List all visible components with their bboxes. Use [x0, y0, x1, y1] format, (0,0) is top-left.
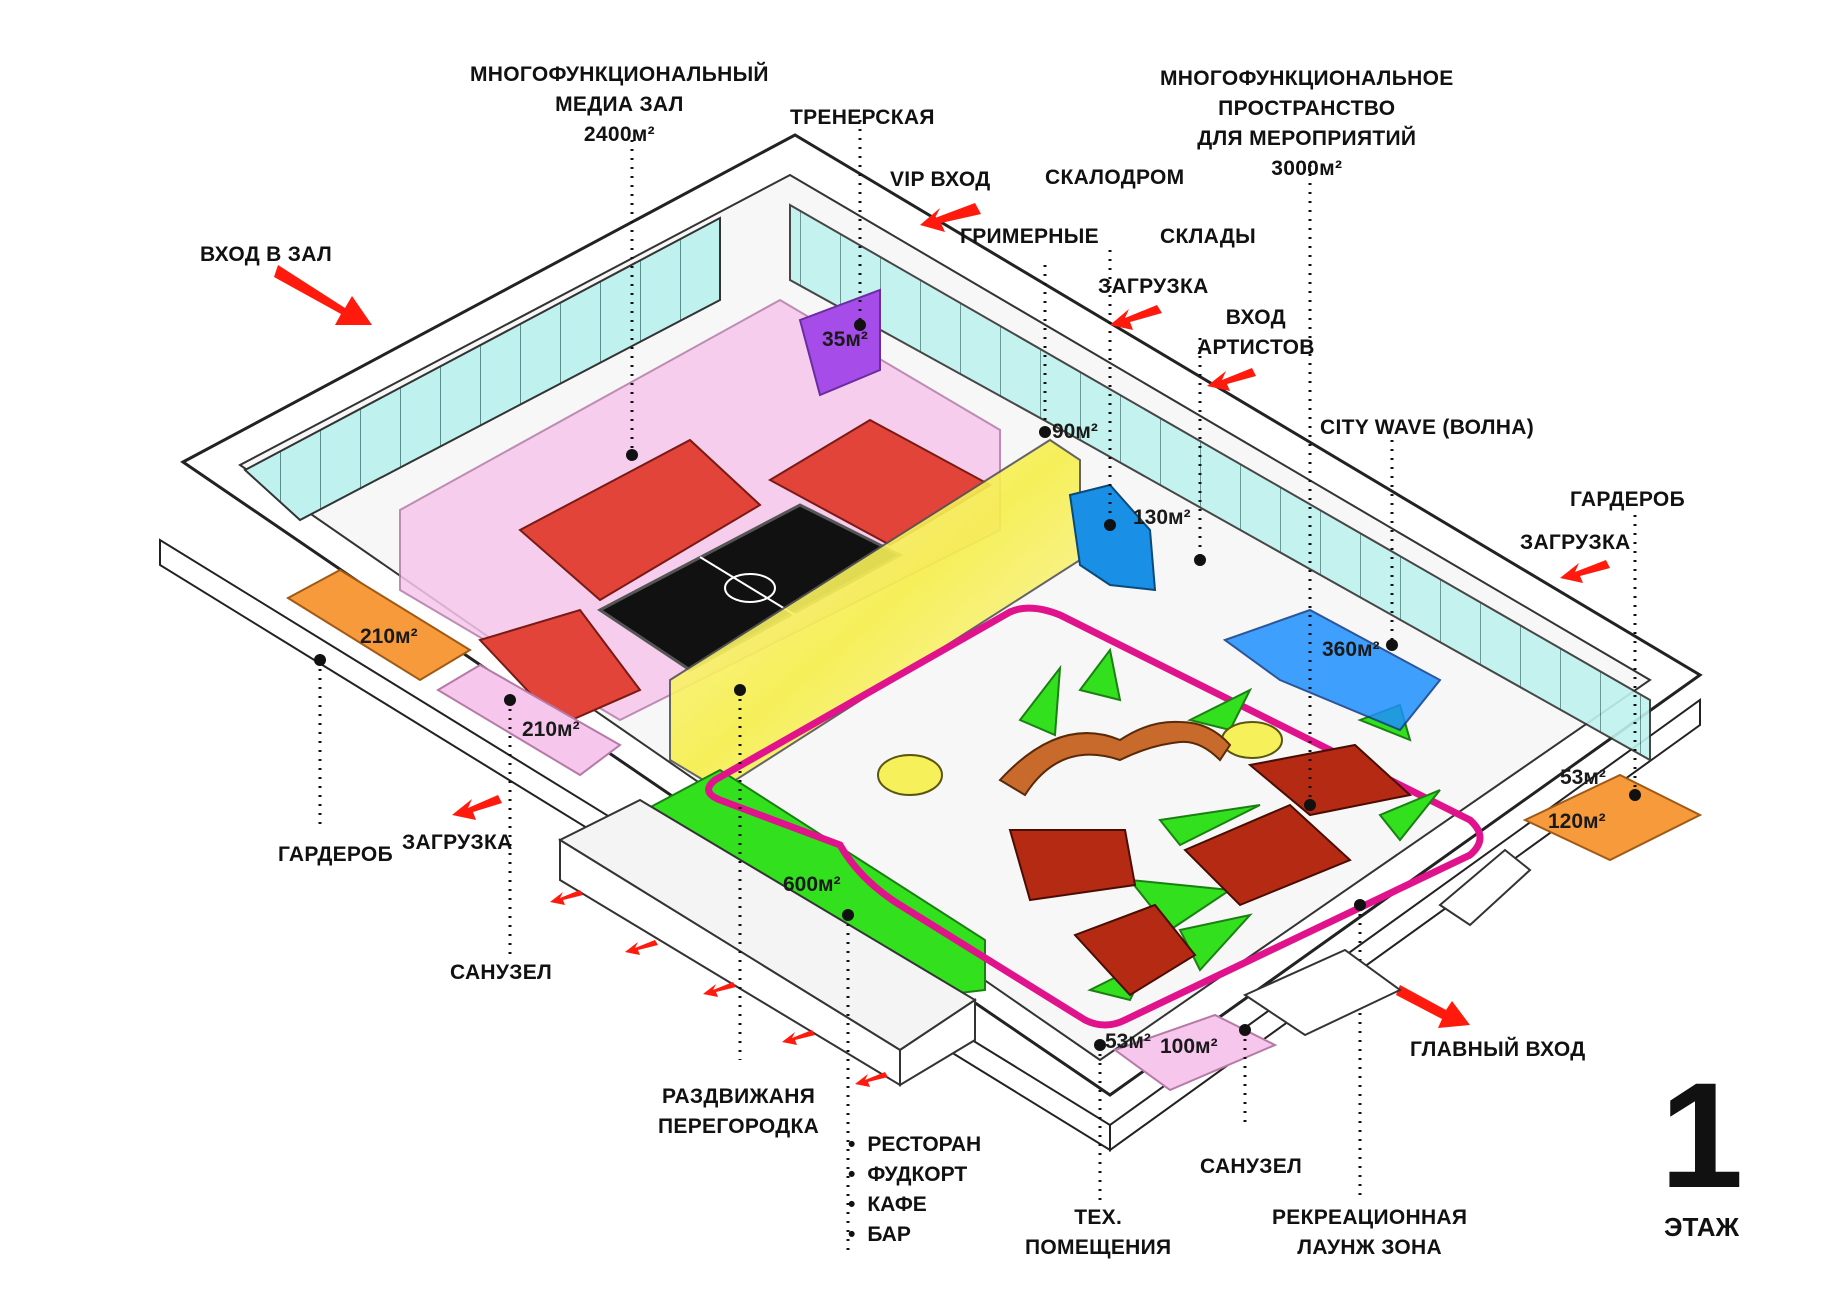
wc-left-zone	[436, 663, 622, 777]
arrow-restaurant-2	[625, 940, 658, 955]
arrow-restaurant-1	[550, 890, 583, 905]
glass-wall-left	[243, 216, 721, 522]
label-media-hall: МНОГОФУНКЦИОНАЛЬНЫЙ МЕДИА ЗАЛ 2400м²	[470, 60, 769, 150]
events-line1: МНОГОФУНКЦИОНАЛЬНОЕ	[1160, 67, 1454, 90]
city-wave-pool	[1222, 608, 1442, 732]
food-item-foodcourt: ФУДКОРТ	[848, 1160, 981, 1190]
label-wc-left: САНУЗЕЛ	[450, 961, 553, 984]
media-hall-line2: МЕДИА ЗАЛ	[555, 93, 684, 116]
label-cloakroom-right: ГАРДЕРОБ	[1570, 488, 1685, 511]
label-dressing-rooms: ГРИМЕРНЫЕ	[960, 225, 1099, 248]
partition-line2: ПЕРЕГОРОДКА	[658, 1115, 820, 1138]
area-wc-bottom: 100м²	[1160, 1035, 1218, 1058]
arrow-artists-entrance	[1207, 368, 1256, 391]
food-item-bar: БАР	[848, 1220, 981, 1250]
label-hall-entrance: ВХОД В ЗАЛ	[200, 243, 332, 266]
area-wc-left: 210м²	[522, 718, 580, 741]
area-food: 600м²	[783, 873, 841, 896]
arrow-vip-entrance	[920, 203, 981, 232]
label-artists-entrance: ВХОД АРТИСТОВ	[1197, 303, 1315, 363]
leader-lines	[318, 120, 1637, 1255]
arrow-loading-left	[452, 795, 502, 820]
media-hall-area: 2400м²	[583, 123, 655, 146]
area-cloak-left: 210м²	[360, 625, 418, 648]
tech-line2: ПОМЕЩЕНИЯ	[1025, 1236, 1172, 1259]
area-dressing: 90м²	[1052, 420, 1098, 443]
floor-word: ЭТАЖ	[1664, 1212, 1740, 1242]
artists-line2: АРТИСТОВ	[1197, 336, 1315, 359]
media-hall-line1: МНОГОФУНКЦИОНАЛЬНЫЙ	[470, 63, 769, 86]
arrow-hall-entrance	[274, 265, 372, 325]
label-wc-bottom: САНУЗЕЛ	[1200, 1155, 1303, 1178]
arrow-main-entrance	[1396, 985, 1470, 1028]
area-coach: 35м²	[822, 328, 868, 351]
artists-line1: ВХОД	[1225, 306, 1286, 329]
sport-courts	[1008, 743, 1413, 997]
round-tables	[877, 721, 1283, 796]
coach-room	[798, 288, 881, 397]
entrance-arrows	[274, 203, 1610, 1087]
arrow-loading-right	[1560, 560, 1610, 583]
events-line3: ДЛЯ МЕРОПРИЯТИЙ	[1197, 127, 1417, 150]
area-climbing: 130м²	[1133, 506, 1191, 529]
label-loading-left: ЗАГРУЗКА	[402, 831, 513, 854]
main-entrance-stairs	[1242, 848, 1532, 1037]
curved-bench	[998, 720, 1232, 797]
label-warehouses: СКЛАДЫ	[1160, 225, 1256, 248]
area-cloak-right: 53м²	[1560, 766, 1606, 789]
cloakroom-right-zone	[1522, 773, 1703, 862]
floor-number: 1	[1660, 1051, 1744, 1219]
food-list: РЕСТОРАН ФУДКОРТ КАФЕ БАР	[848, 1130, 981, 1250]
cloakroom-left-zone	[286, 568, 472, 682]
label-loading-right: ЗАГРУЗКА	[1520, 531, 1631, 554]
leader-dots	[314, 319, 1641, 1051]
label-events-space: МНОГОФУНКЦИОНАЛЬНОЕ ПРОСТРАНСТВО ДЛЯ МЕР…	[1160, 64, 1454, 184]
label-vip-entrance: VIP ВХОД	[890, 168, 991, 191]
area-wave: 360м²	[1322, 638, 1380, 661]
label-loading-top: ЗАГРУЗКА	[1098, 275, 1209, 298]
area-tech: 53м²	[1105, 1030, 1151, 1053]
label-sliding-partition: РАЗДВИЖАНЯ ПЕРЕГОРОДКА	[658, 1082, 819, 1142]
magenta-track	[705, 604, 1484, 1029]
label-cloakroom-left: ГАРДЕРОБ	[278, 843, 393, 866]
label-lounge-zone: РЕКРЕАЦИОННАЯ ЛАУНЖ ЗОНА	[1272, 1203, 1467, 1263]
food-item-restaurant: РЕСТОРАН	[848, 1130, 981, 1160]
tech-line1: ТЕХ.	[1074, 1206, 1123, 1229]
arrow-restaurant-4	[782, 1030, 815, 1045]
label-coach-room: ТРЕНЕРСКАЯ	[790, 106, 935, 129]
label-tech-rooms: ТЕХ. ПОМЕЩЕНИЯ	[1025, 1203, 1171, 1263]
food-item-cafe: КАФЕ	[848, 1190, 981, 1220]
label-climbing-wall: СКАЛОДРОМ	[1045, 166, 1185, 189]
label-main-entrance: ГЛАВНЫЙ ВХОД	[1410, 1038, 1586, 1061]
arrow-restaurant-3	[703, 982, 736, 997]
arrow-restaurant-5	[855, 1072, 888, 1087]
lounge-line2: ЛАУНЖ ЗОНА	[1297, 1236, 1442, 1259]
events-area: 3000м²	[1271, 157, 1343, 180]
wc-bottom-zone	[1112, 1013, 1278, 1092]
area-wc-right: 120м²	[1548, 810, 1606, 833]
arrow-loading-top	[1110, 305, 1162, 330]
events-line2: ПРОСТРАНСТВО	[1218, 97, 1396, 120]
restaurant-block	[557, 798, 977, 1087]
label-city-wave: CITY WAVE (ВОЛНА)	[1320, 416, 1535, 439]
lounge-line1: РЕКРЕАЦИОННАЯ	[1272, 1206, 1468, 1229]
partition-line1: РАЗДВИЖАНЯ	[662, 1085, 816, 1108]
glass-wall-right	[789, 203, 1651, 762]
